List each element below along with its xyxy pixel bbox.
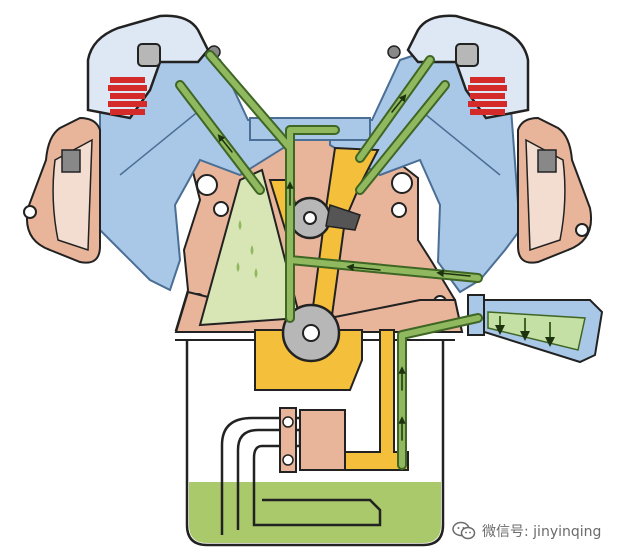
bolt-icon <box>537 149 557 173</box>
right-rocker-feed <box>357 82 448 193</box>
left-valve-spring <box>108 43 161 115</box>
crossover-gallery <box>287 257 481 281</box>
right-valve-spring <box>455 43 507 115</box>
watermark: 微信号: jinyinqing <box>452 518 601 544</box>
bolt-icon <box>61 149 81 173</box>
watermark-text: 微信号: jinyinqing <box>482 524 602 540</box>
rocker-arm-pivot <box>137 43 161 67</box>
oil-level-sump <box>189 482 441 543</box>
rocker-arm-pivot <box>455 43 479 67</box>
right-exhaust-manifold <box>517 116 592 264</box>
crankshaft-pulley <box>281 303 341 363</box>
left-pushrod-feed <box>207 52 293 151</box>
oil-filter <box>467 294 604 364</box>
oil-drip-icon <box>236 220 258 278</box>
left-exhaust-manifold <box>23 116 101 264</box>
oil-pickup-tube <box>220 407 382 535</box>
cam-feed-gallery <box>287 127 338 263</box>
oil-return-gallery <box>198 168 302 327</box>
camshaft <box>288 196 361 240</box>
wechat-icon <box>452 521 476 540</box>
bolt-icon <box>387 45 401 59</box>
oil-passages <box>175 50 483 470</box>
